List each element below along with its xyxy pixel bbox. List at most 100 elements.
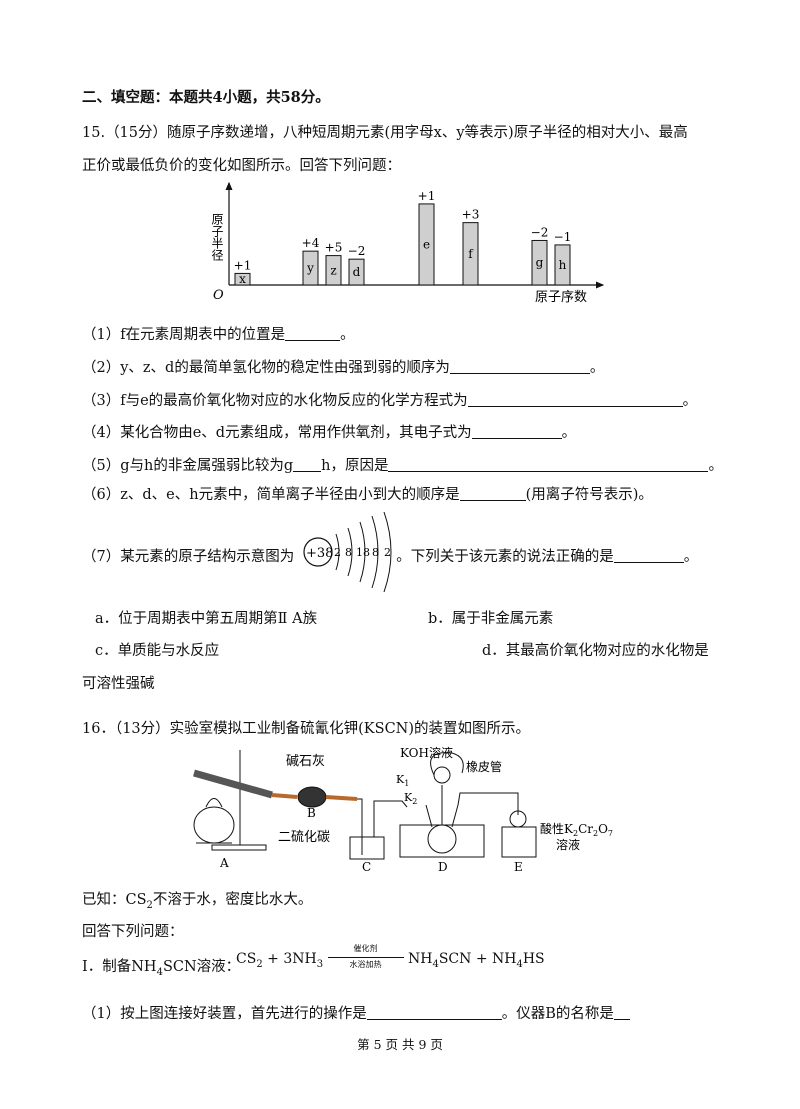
- label-koh: KOH溶液: [400, 745, 453, 760]
- q16-sub1-b: 。仪器B的名称是: [501, 1006, 614, 1022]
- rubber-tube-loop: [430, 752, 464, 776]
- bar-category-label: g: [536, 256, 544, 270]
- q15-sub5-end: 。: [708, 458, 723, 474]
- bar-y: [302, 250, 319, 286]
- bar-valence-label: −2: [348, 244, 366, 258]
- subscript: 3: [316, 958, 324, 970]
- q16-part1: I．制备NH4SCN溶液：: [82, 955, 240, 978]
- option-c[interactable]: c．单质能与水反应: [95, 643, 220, 659]
- dropping-funnel: [433, 766, 451, 784]
- drying-tube-bulb: [297, 786, 327, 808]
- label-b: B: [307, 806, 316, 820]
- q15-sub3: （3）f与e的最高价氧化物对应的水化物反应的化学方程式为 。: [82, 389, 697, 410]
- q16-points: （13分）: [114, 721, 170, 737]
- answer-blank[interactable]: [285, 326, 341, 341]
- q15-sub5-text-b: h，原因是: [321, 458, 389, 474]
- q15-sub3-end: 。: [682, 393, 698, 409]
- q16-number: 16．: [82, 721, 115, 737]
- label-solution: 溶液: [556, 837, 580, 852]
- atomic-structure-diagram: +38 2 8 18 8 2: [303, 512, 392, 592]
- bar-valence-label: −1: [554, 230, 572, 244]
- label-soda-lime: 碱石灰: [286, 754, 325, 769]
- q15-sub7-text-a: （7）某元素的原子结构示意图为: [82, 549, 295, 565]
- shell-arc: [359, 521, 366, 583]
- option-b[interactable]: b．属于非金属元素: [428, 611, 554, 627]
- q15-sub1: （1）f在元素周期表中的位置是。: [82, 323, 355, 344]
- bar-e: [418, 203, 435, 286]
- answer-blank[interactable]: [467, 392, 683, 407]
- q15-stem-text: 随原子序数递增，八种短周期元素(用字母x、y等表示)原子半径的相对大小、最高: [167, 125, 688, 141]
- answer-blank[interactable]: [366, 1005, 502, 1020]
- eq-term: CS: [236, 951, 257, 967]
- reaction-arrow: 催化剂 水浴加热: [327, 944, 404, 969]
- option-d-continued: 可溶性强碱: [82, 676, 155, 692]
- water-bath: [399, 824, 485, 858]
- option-a[interactable]: a．位于周期表中第五周期第Ⅱ A族: [95, 611, 318, 627]
- option-d[interactable]: d．其最高价氧化物对应的水化物是: [482, 643, 709, 659]
- apparatus-diagram: 碱石灰 KOH溶液 橡皮管 K1 K2 二硫化碳 酸性K2Cr2O7 溶液 A …: [193, 745, 613, 874]
- q16-known-a: 已知：CS: [82, 892, 147, 908]
- bottle-c-outlet: [373, 800, 408, 837]
- subscript: 2: [256, 958, 263, 970]
- answer-blank[interactable]: [459, 486, 526, 501]
- q15-sub3-text: （3）f与e的最高价氧化物对应的水化物反应的化学方程式为: [82, 393, 468, 409]
- label-k1: K1: [396, 773, 409, 788]
- inverted-funnel: [509, 810, 527, 828]
- test-tube: [193, 769, 273, 799]
- bar-h: [554, 244, 571, 286]
- q15-sub7-end: 。: [683, 549, 699, 565]
- q15-sub5-text-a: （5）g与h的非金属强弱比较为g: [82, 458, 294, 474]
- alcohol-lamp: [193, 806, 235, 844]
- q16-part1-a: I．制备NH: [82, 959, 157, 975]
- flame: [205, 798, 223, 808]
- q15-number: 15.: [82, 125, 106, 141]
- label-k2: K2: [404, 791, 417, 806]
- answer-blank[interactable]: [613, 548, 684, 563]
- subscript: 4: [432, 958, 439, 970]
- shell-arc: [371, 515, 379, 589]
- nucleus-charge: +38: [306, 546, 333, 561]
- q15-sub7-text-b: 。下列关于该元素的说法正确的是: [396, 549, 614, 565]
- bar-category-label: d: [353, 265, 361, 279]
- q15-sub4-end: 。: [561, 425, 577, 441]
- shell-electrons: 8: [345, 546, 352, 559]
- flask-neck: [425, 804, 433, 828]
- three-neck-flask: [427, 824, 457, 854]
- bar-valence-label: +3: [462, 208, 480, 222]
- answer-blank[interactable]: [449, 359, 590, 374]
- bar-valence-label: −2: [531, 225, 549, 239]
- q16-known: 已知：CS2不溶于水，密度比水大。: [82, 888, 312, 911]
- reaction-equation: CS2 + 3NH3 催化剂 水浴加热 NH4SCN + NH4HS: [236, 944, 545, 970]
- shell-arc: [383, 512, 392, 592]
- q15-stem-line2: 正价或最低负价的变化如图所示。回答下列问题：: [82, 158, 401, 174]
- shell-electrons: 2: [384, 546, 391, 559]
- eq-term: HS: [522, 951, 545, 967]
- q15-stem-line1: 15.（15分）随原子序数递增，八种短周期元素(用字母x、y等表示)原子半径的相…: [82, 121, 688, 142]
- bar-category-label: f: [468, 247, 474, 261]
- q15-sub7: （7）某元素的原子结构示意图为 。下列关于该元素的说法正确的是 。: [82, 545, 698, 566]
- bar-f: [462, 222, 479, 286]
- q15-sub2: （2）y、z、d的最简单氢化物的稳定性由强到弱的顺序为。: [82, 356, 604, 377]
- label-cs2: 二硫化碳: [278, 830, 330, 845]
- eq-term: SCN + NH: [438, 951, 517, 967]
- answer-blank[interactable]: [388, 457, 709, 472]
- bar-x: [234, 272, 251, 286]
- q16-sub1: （1）按上图连接好装置，首先进行的操作是。仪器B的名称是: [82, 1002, 630, 1023]
- section-title: 二、填空题：本题共4小题，共58分。: [82, 89, 330, 106]
- beaker-e: [501, 826, 537, 858]
- origin-label: O: [213, 288, 224, 303]
- q15-sub1-text: （1）f在元素周期表中的位置是: [82, 327, 286, 343]
- q15-sub4-text: （4）某化合物由e、d元素组成，常用作供氧剂，其电子式为: [82, 425, 472, 441]
- delivery-tube: [357, 798, 363, 837]
- answer-blank[interactable]: [293, 457, 322, 472]
- subscript: 4: [156, 966, 163, 978]
- answer-blank[interactable]: [613, 1005, 630, 1020]
- bar-z: [325, 255, 342, 286]
- bar-category-label: x: [239, 272, 246, 286]
- q15-sub6-text: （6）z、d、e、h元素中，简单离子半径由小到大的顺序是: [82, 487, 460, 503]
- q15-points: （15分）: [105, 125, 168, 141]
- condition-bottom: 水浴加热: [349, 960, 382, 969]
- answer-blank[interactable]: [471, 424, 562, 439]
- q15-sub6: （6）z、d、e、h元素中，简单离子半径由小到大的顺序是(用离子符号表示)。: [82, 483, 653, 504]
